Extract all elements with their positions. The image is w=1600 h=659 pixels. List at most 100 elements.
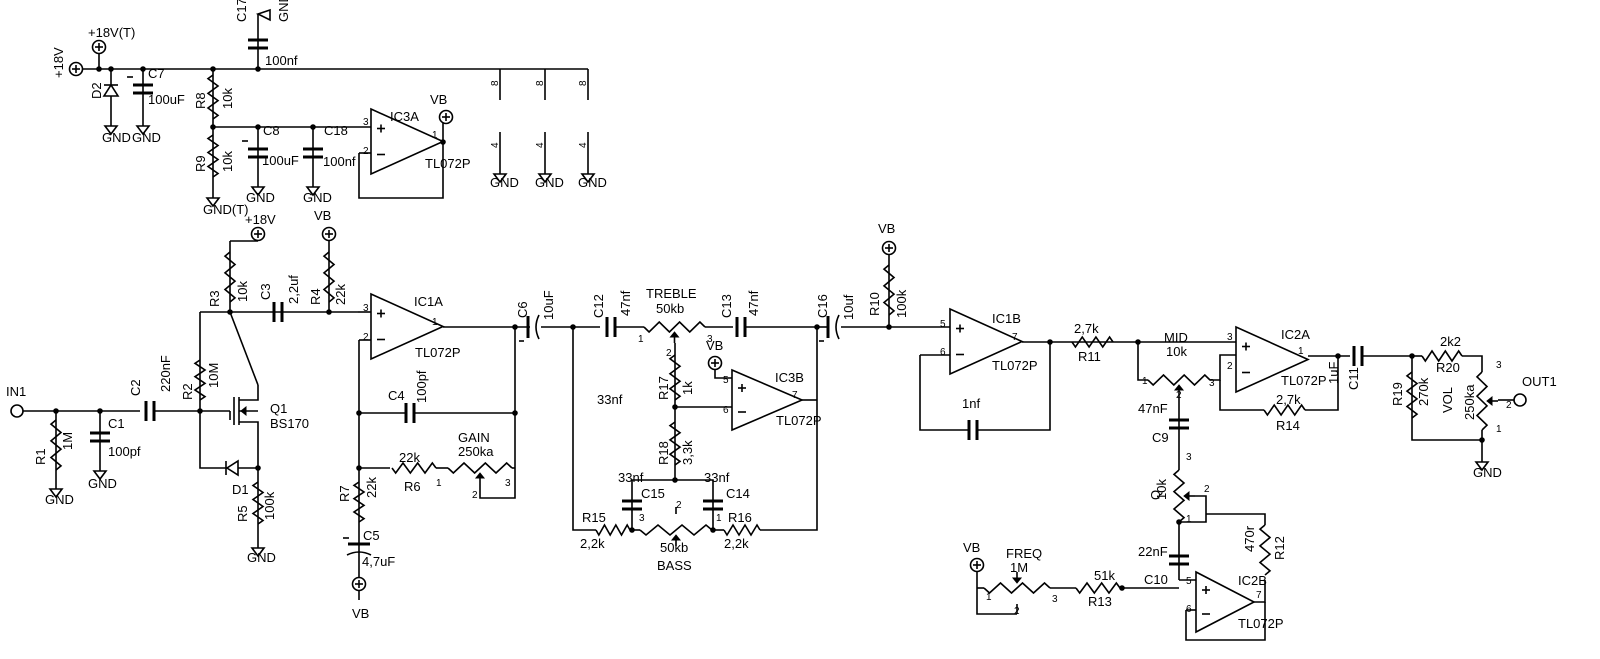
- label-r5: R5: [235, 505, 250, 522]
- capacitor-c18: [303, 147, 323, 159]
- junction-dot: [1047, 339, 1053, 345]
- label-pin-three: 3: [1496, 360, 1502, 371]
- resistor-r5: [251, 481, 265, 525]
- label-gainv: 250ka: [458, 444, 494, 459]
- label-pin-one: 1: [436, 478, 442, 489]
- label-pin-two: 2: [1506, 400, 1512, 411]
- arrow-head: [240, 405, 247, 417]
- wire: [760, 327, 818, 531]
- wire: [479, 468, 516, 499]
- junction-dot: [1176, 519, 1182, 525]
- label-gnd_vol: GND: [1473, 465, 1502, 480]
- resistor-zigzag: [193, 359, 207, 401]
- label-r14: R14: [1276, 418, 1300, 433]
- capacitor-1nf: [967, 420, 979, 440]
- label-pin-three: 3: [1209, 378, 1215, 389]
- label-pin8c: 8: [578, 80, 589, 86]
- junction-dot: [210, 124, 216, 130]
- mosfet-drain: [239, 385, 259, 401]
- wire: [199, 312, 258, 469]
- resistor-zigzag: [723, 523, 761, 537]
- wire: [229, 311, 259, 386]
- junction-dot: [1479, 437, 1485, 443]
- label-vb_r10: VB: [878, 221, 895, 236]
- capacitor-c16: [819, 314, 840, 342]
- label-gnd_c17: GND: [276, 0, 291, 22]
- label-gnd_r5: GND: [247, 550, 276, 565]
- label-pin-one: 1: [986, 592, 992, 603]
- label-c18: C18: [324, 123, 348, 138]
- potentiometer-body: [643, 320, 706, 334]
- label-r10v: 100k: [894, 289, 909, 318]
- label-treble: TREBLE: [646, 286, 697, 301]
- label-q1: Q1: [270, 401, 287, 416]
- label-r15v: 2,2k: [580, 536, 605, 551]
- ground-c7: [135, 125, 151, 136]
- label-bass: BASS: [657, 558, 692, 573]
- label-gnd_c: GND: [578, 175, 607, 190]
- opamp-ic2a: [1235, 325, 1310, 394]
- label-p18b: +18V: [245, 212, 276, 227]
- label-c2v: 220nF: [158, 355, 173, 392]
- junction-dot: [326, 309, 332, 315]
- label-r20: R20: [1436, 360, 1460, 375]
- label-c15: C15: [641, 486, 665, 501]
- label-c6: C6: [515, 301, 530, 318]
- resistor-zigzag: [1258, 524, 1272, 576]
- junction-dot: [629, 527, 635, 533]
- opamp-triangle: [731, 368, 805, 432]
- capacitor-c14: [703, 499, 723, 511]
- ground-triangle: [305, 186, 321, 197]
- supply-18v: [68, 61, 84, 77]
- supply-vb-ic3b: [707, 355, 723, 371]
- opamp-triangle: [949, 307, 1024, 376]
- label-c11v: 1uF: [1326, 362, 1341, 384]
- label-pin-two: 2: [666, 348, 672, 359]
- label-ic2a: IC2A: [1281, 327, 1310, 342]
- label-r7v: 22k: [364, 477, 379, 498]
- capacitor-c10: [1169, 554, 1189, 566]
- label-vb_ic3b: VB: [706, 338, 723, 353]
- potentiometer-body: [447, 461, 513, 475]
- label-out1: OUT1: [1522, 374, 1557, 389]
- capacitor-curved-plate: [835, 314, 840, 340]
- label-pin-two: 2: [1227, 361, 1233, 372]
- opamp-ic1a: [370, 292, 445, 361]
- label-c17: C17: [234, 0, 249, 22]
- label-ic3b: IC3B: [775, 370, 804, 385]
- label-r3v: 10k: [235, 281, 250, 302]
- capacitor-c5: [343, 537, 372, 556]
- junction-dot: [210, 66, 216, 72]
- junction-dot: [96, 66, 102, 72]
- opamp-ic3b: [731, 368, 805, 432]
- label-r2v: 10M: [206, 363, 221, 388]
- label-r11: R11: [1078, 349, 1101, 364]
- label-r15: R15: [582, 510, 606, 525]
- capacitor-c8: [242, 140, 268, 159]
- label-r18: R18: [656, 441, 671, 465]
- ground-pin4-2: [537, 173, 553, 184]
- junction-dot: [1135, 339, 1141, 345]
- label-r17v: 1k: [680, 381, 695, 395]
- label-gnd_c8: GND: [246, 190, 275, 205]
- junction-dot: [140, 66, 146, 72]
- resistor-zigzag: [1421, 349, 1463, 363]
- ground-triangle: [135, 125, 151, 136]
- label-ic1b: IC1B: [992, 311, 1021, 326]
- label-freqv: 1M: [1010, 560, 1028, 575]
- label-nf33b: 33nf: [618, 470, 644, 485]
- junction-dot: [570, 324, 576, 330]
- junction-dot: [512, 410, 518, 416]
- label-pin-three: 3: [707, 334, 713, 345]
- resistor-r20: [1421, 349, 1463, 363]
- diode-triangle: [225, 459, 239, 477]
- ground-triangle: [580, 173, 596, 184]
- label-r19: R19: [1390, 382, 1405, 406]
- label-pin-one: 1: [638, 334, 644, 345]
- label-c16: C16: [815, 294, 830, 318]
- potentiometer-gain: [447, 461, 513, 484]
- ground-triangle: [537, 173, 553, 184]
- label-pin-two: 2: [363, 146, 369, 157]
- resistor-r10: [882, 264, 896, 316]
